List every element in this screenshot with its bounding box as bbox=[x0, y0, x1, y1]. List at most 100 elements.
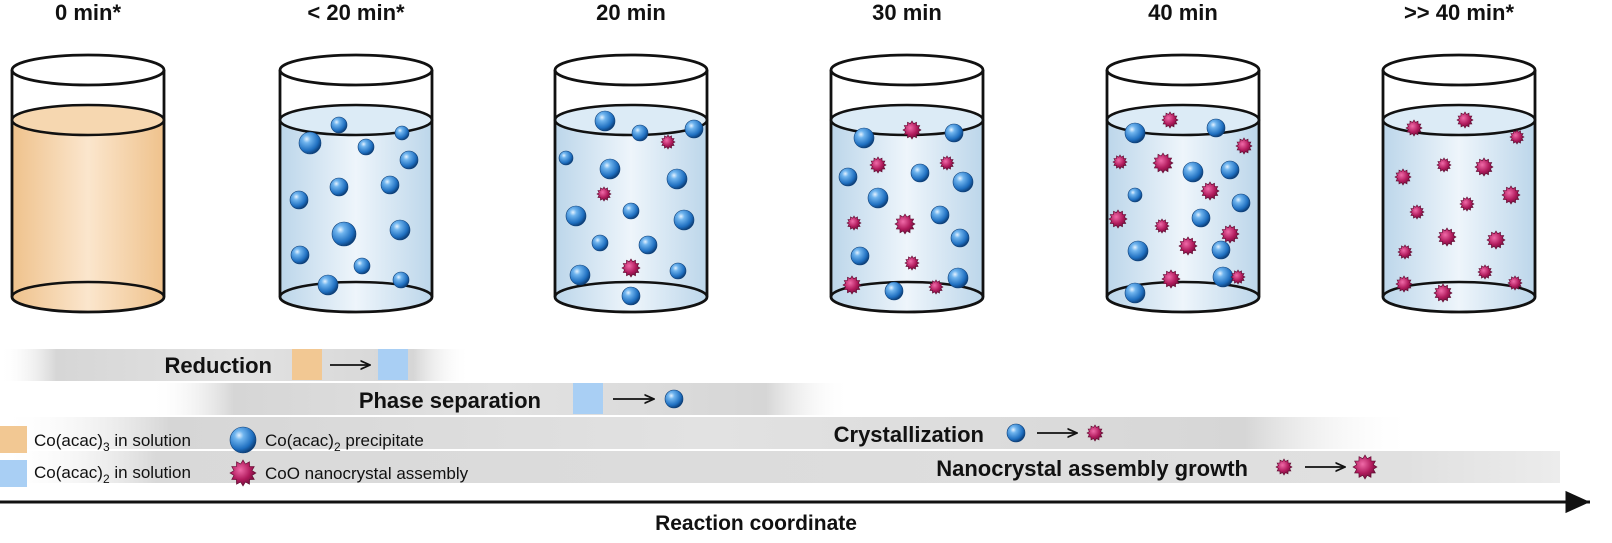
co3-solution-swatch bbox=[0, 426, 27, 453]
stage-band-crystallization bbox=[0, 417, 1415, 449]
time-point-label: 20 min bbox=[596, 0, 666, 25]
nanocrystal-assembly bbox=[621, 258, 641, 278]
co2-solution-swatch bbox=[0, 460, 27, 487]
beaker-top-rim bbox=[278, 53, 434, 87]
nanocrystal-assembly bbox=[1394, 168, 1412, 186]
beaker-wall bbox=[553, 70, 709, 314]
precipitate-sphere-icon bbox=[229, 426, 257, 454]
beaker-4: 40 min bbox=[1105, 0, 1261, 314]
precipitate-sphere bbox=[1220, 160, 1240, 180]
precipitate-sphere bbox=[329, 177, 349, 197]
nanocrystal-assembly bbox=[1112, 154, 1128, 170]
precipitate-sphere bbox=[673, 209, 695, 231]
legend-label: CoO nanocrystal assembly bbox=[265, 464, 469, 483]
nanocrystal-assembly bbox=[1433, 283, 1453, 303]
precipitate-sphere-icon bbox=[1006, 423, 1026, 443]
precipitate-sphere bbox=[1124, 282, 1146, 304]
nanocrystal-icon bbox=[229, 459, 257, 487]
precipitate-sphere bbox=[1182, 161, 1204, 183]
beaker-3: 30 min bbox=[829, 0, 985, 314]
nanocrystal-assembly bbox=[1459, 196, 1475, 212]
precipitate-sphere bbox=[591, 234, 609, 252]
precipitate-sphere bbox=[669, 262, 687, 280]
nanocrystal-assembly bbox=[1152, 152, 1174, 174]
stage-band-separation bbox=[150, 383, 850, 415]
beaker-5: >> 40 min* bbox=[1381, 0, 1537, 314]
precipitate-sphere bbox=[684, 119, 704, 139]
stage-label-reduction: Reduction bbox=[164, 353, 272, 378]
beaker-top-rim bbox=[1381, 53, 1537, 87]
nanocrystal-assembly bbox=[1154, 218, 1170, 234]
nanocrystal-assembly bbox=[1397, 244, 1413, 260]
nanocrystal-assembly bbox=[902, 120, 922, 140]
precipitate-sphere-icon bbox=[664, 389, 684, 409]
precipitate-sphere bbox=[380, 175, 400, 195]
precipitate-sphere bbox=[622, 202, 640, 220]
nanocrystal-assembly bbox=[928, 279, 944, 295]
beaker-0: 0 min* bbox=[10, 0, 166, 314]
precipitate-sphere bbox=[952, 171, 974, 193]
beaker-bottom-rim bbox=[1381, 280, 1537, 298]
co2-solution-swatch bbox=[573, 383, 603, 414]
nanocrystal-assembly bbox=[1230, 269, 1246, 285]
liquid-surface bbox=[553, 103, 709, 137]
beaker-top-rim bbox=[1105, 53, 1261, 87]
legend-label: Co(acac)3 in solution bbox=[34, 431, 191, 454]
beaker-wall bbox=[1105, 70, 1261, 314]
stage-label-phase-separation: Phase separation bbox=[359, 388, 541, 413]
precipitate-sphere bbox=[884, 281, 904, 301]
solution-liquid bbox=[12, 120, 164, 312]
precipitate-sphere bbox=[1231, 193, 1251, 213]
time-point-label: < 20 min* bbox=[307, 0, 405, 25]
beaker-top-rim bbox=[553, 53, 709, 87]
beaker-wall bbox=[1381, 70, 1537, 314]
precipitate-sphere bbox=[1212, 266, 1234, 288]
precipitate-sphere bbox=[394, 125, 410, 141]
time-point-label: >> 40 min* bbox=[1404, 0, 1515, 25]
nanocrystal-assembly bbox=[869, 156, 887, 174]
liquid-surface bbox=[278, 103, 434, 137]
precipitate-sphere bbox=[1124, 122, 1146, 144]
precipitate-sphere bbox=[558, 150, 574, 166]
precipitate-sphere bbox=[1191, 208, 1211, 228]
nanocrystal-assembly bbox=[939, 155, 955, 171]
precipitate-sphere bbox=[399, 150, 419, 170]
nanocrystal-assembly bbox=[1161, 269, 1181, 289]
precipitate-sphere bbox=[317, 274, 339, 296]
legend-item: Co(acac)3 in solution bbox=[0, 426, 191, 454]
precipitate-sphere bbox=[853, 127, 875, 149]
nanocrystal-assembly bbox=[846, 215, 862, 231]
beaker-top-rim bbox=[829, 53, 985, 87]
precipitate-sphere bbox=[1206, 118, 1226, 138]
precipitate-sphere bbox=[947, 267, 969, 289]
legend-item: CoO nanocrystal assembly bbox=[229, 459, 469, 487]
reaction-coordinate-axis: Reaction coordinate bbox=[0, 490, 1590, 535]
precipitate-sphere bbox=[330, 116, 348, 134]
precipitate-sphere bbox=[1127, 187, 1143, 203]
nanocrystal-large-icon bbox=[1352, 454, 1378, 480]
precipitate-sphere bbox=[944, 123, 964, 143]
nanocrystal-assembly bbox=[1509, 129, 1525, 145]
beaker-bottom-rim bbox=[278, 280, 434, 298]
precipitate-sphere bbox=[631, 124, 649, 142]
legend-item: Co(acac)2 in solution bbox=[0, 460, 191, 487]
axis-label: Reaction coordinate bbox=[655, 512, 857, 535]
solution-liquid bbox=[280, 120, 432, 312]
precipitate-sphere bbox=[599, 158, 621, 180]
nanocrystal-assembly bbox=[1501, 185, 1521, 205]
precipitate-sphere bbox=[569, 264, 591, 286]
nanocrystal-assembly bbox=[894, 213, 916, 235]
precipitate-sphere bbox=[357, 138, 375, 156]
nanocrystal-assembly bbox=[1405, 119, 1423, 137]
nanocrystal-assembly bbox=[1474, 157, 1494, 177]
solution-liquid bbox=[1383, 120, 1535, 312]
precipitate-sphere bbox=[930, 205, 950, 225]
nanocrystal-assembly bbox=[1507, 275, 1523, 291]
beaker-bottom-rim bbox=[829, 280, 985, 298]
stage-label-growth: Nanocrystal assembly growth bbox=[936, 456, 1248, 481]
co3-solution-swatch bbox=[292, 349, 322, 380]
liquid-surface bbox=[10, 103, 166, 137]
nanocrystal-assembly bbox=[1395, 275, 1413, 293]
legend-label: Co(acac)2 in solution bbox=[34, 463, 191, 486]
